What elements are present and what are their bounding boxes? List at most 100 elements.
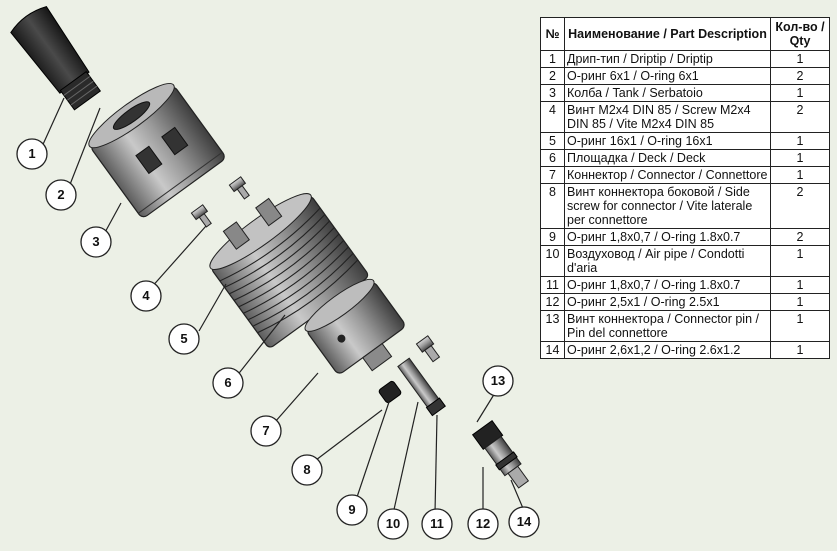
row-number: 2 xyxy=(540,67,565,85)
row-number: 12 xyxy=(540,293,565,311)
svg-text:12: 12 xyxy=(476,516,490,531)
row-description: Воздуховод / Air pipe / Condotti d'aria xyxy=(564,245,771,277)
row-number: 8 xyxy=(540,183,565,229)
row-description: О-ринг 6x1 / O-ring 6x1 xyxy=(564,67,771,85)
row-quantity: 1 xyxy=(770,166,830,184)
row-quantity: 1 xyxy=(770,293,830,311)
row-number: 1 xyxy=(540,50,565,68)
svg-text:8: 8 xyxy=(303,462,310,477)
driptip-part xyxy=(10,6,102,111)
svg-text:14: 14 xyxy=(517,514,532,529)
row-number: 5 xyxy=(540,132,565,150)
row-description: Дрип-тип / Driptip / Driptip xyxy=(564,50,771,68)
svg-text:9: 9 xyxy=(348,502,355,517)
row-description: Винт коннектора / Connector pin / Pin de… xyxy=(564,310,771,342)
row-number: 7 xyxy=(540,166,565,184)
row-number: 11 xyxy=(540,276,565,294)
callout-9: 9 xyxy=(336,494,368,526)
row-quantity: 1 xyxy=(770,132,830,150)
svg-text:11: 11 xyxy=(430,516,444,531)
callout-7: 7 xyxy=(250,415,282,447)
header-description: Наименование / Part Description xyxy=(564,17,771,51)
row-quantity: 2 xyxy=(770,183,830,229)
table-header-row: № Наименование / Part Description Кол-во… xyxy=(540,17,830,51)
row-quantity: 2 xyxy=(770,67,830,85)
svg-text:10: 10 xyxy=(386,516,400,531)
tank-part xyxy=(88,83,225,218)
callout-12: 12 xyxy=(467,508,499,540)
callouts: 1 2 3 4 5 6 7 8 9 10 11 12 13 14 xyxy=(16,138,540,540)
svg-text:1: 1 xyxy=(28,146,35,161)
screw-part xyxy=(190,176,250,228)
row-quantity: 1 xyxy=(770,84,830,102)
svg-text:3: 3 xyxy=(92,234,99,249)
leader-lines xyxy=(39,97,526,515)
row-description: Винт M2x4 DIN 85 / Screw M2x4 DIN 85 / V… xyxy=(564,101,771,133)
row-description: Колба / Tank / Serbatoio xyxy=(564,84,771,102)
header-quantity: Кол-во / Qty xyxy=(770,17,830,51)
row-number: 3 xyxy=(540,84,565,102)
svg-text:5: 5 xyxy=(180,331,187,346)
svg-text:6: 6 xyxy=(224,375,231,390)
deck-part xyxy=(209,193,369,348)
side-screw-part xyxy=(415,335,441,363)
callout-3: 3 xyxy=(80,226,112,258)
row-quantity: 1 xyxy=(770,245,830,277)
row-number: 6 xyxy=(540,149,565,167)
callout-1: 1 xyxy=(16,138,48,170)
row-number: 14 xyxy=(540,341,565,359)
row-number: 10 xyxy=(540,245,565,277)
row-description: О-ринг 16x1 / O-ring 16x1 xyxy=(564,132,771,150)
svg-text:2: 2 xyxy=(57,187,64,202)
row-description: Винт коннектора боковой / Side screw for… xyxy=(564,183,771,229)
callout-10: 10 xyxy=(377,508,409,540)
header-number: № xyxy=(540,17,565,51)
row-quantity: 1 xyxy=(770,276,830,294)
parts-list-table: № Наименование / Part Description Кол-во… xyxy=(540,17,830,359)
callout-11: 11 xyxy=(421,508,453,540)
air-pipe-part xyxy=(397,357,446,417)
svg-text:7: 7 xyxy=(262,423,269,438)
small-oring-part xyxy=(378,380,402,404)
row-quantity: 2 xyxy=(770,228,830,246)
callout-4: 4 xyxy=(130,280,162,312)
row-description: Площадка / Deck / Deck xyxy=(564,149,771,167)
row-description: О-ринг 2,6x1,2 / O-ring 2.6x1.2 xyxy=(564,341,771,359)
connector-part xyxy=(304,278,405,374)
row-description: О-ринг 2,5x1 / O-ring 2.5x1 xyxy=(564,293,771,311)
row-quantity: 2 xyxy=(770,101,830,133)
row-description: О-ринг 1,8x0,7 / O-ring 1.8x0.7 xyxy=(564,276,771,294)
row-number: 13 xyxy=(540,310,565,342)
svg-text:13: 13 xyxy=(491,373,505,388)
callout-13: 13 xyxy=(482,365,514,397)
callout-2: 2 xyxy=(45,179,77,211)
row-number: 4 xyxy=(540,101,565,133)
row-description: О-ринг 1,8x0,7 / O-ring 1.8x0.7 xyxy=(564,228,771,246)
row-number: 9 xyxy=(540,228,565,246)
row-quantity: 1 xyxy=(770,341,830,359)
callout-5: 5 xyxy=(168,323,200,355)
row-quantity: 1 xyxy=(770,310,830,342)
row-description: Коннектор / Connector / Connettore xyxy=(564,166,771,184)
connector-pin-part xyxy=(471,419,530,489)
row-quantity: 1 xyxy=(770,149,830,167)
callout-14: 14 xyxy=(508,506,540,538)
svg-text:4: 4 xyxy=(142,288,150,303)
callout-8: 8 xyxy=(291,454,323,486)
row-quantity: 1 xyxy=(770,50,830,68)
